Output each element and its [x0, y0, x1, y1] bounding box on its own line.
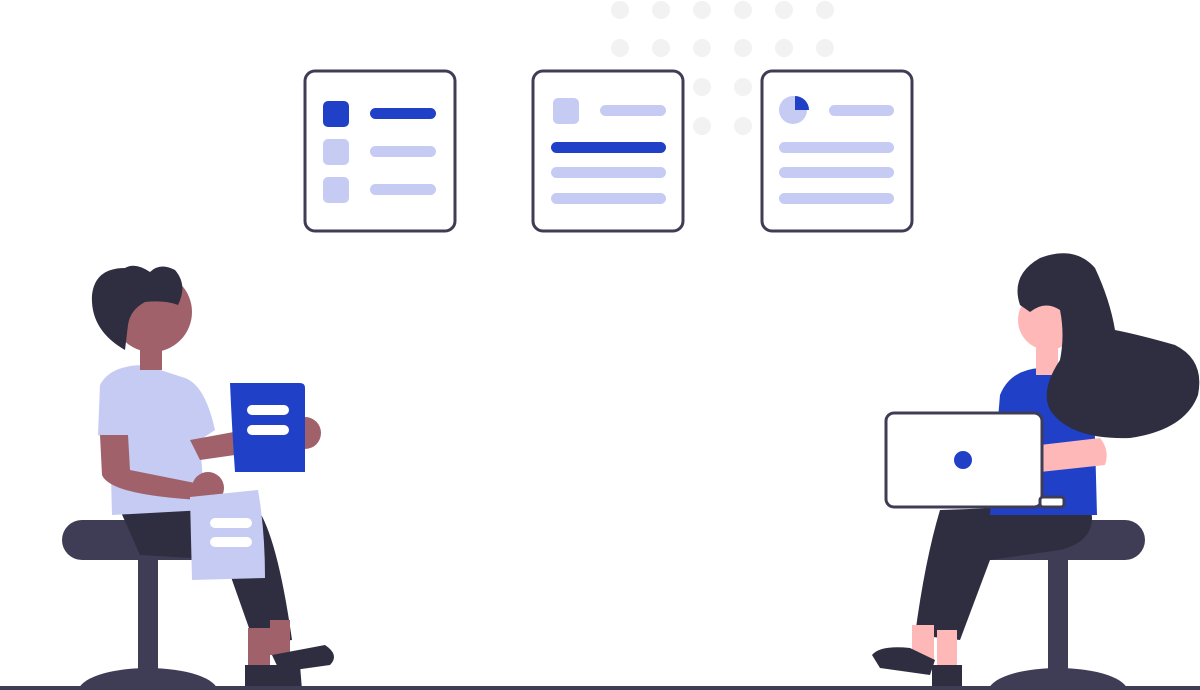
document-icon	[190, 490, 265, 580]
list-card-icon	[303, 69, 457, 233]
floor-line	[0, 686, 1200, 690]
dot-pattern	[611, 1, 834, 135]
pie-chart-card-icon	[760, 69, 914, 233]
laptop-icon	[884, 411, 1066, 509]
text-card-icon	[531, 69, 685, 233]
man-figure	[91, 265, 334, 690]
document-icon	[230, 383, 305, 472]
